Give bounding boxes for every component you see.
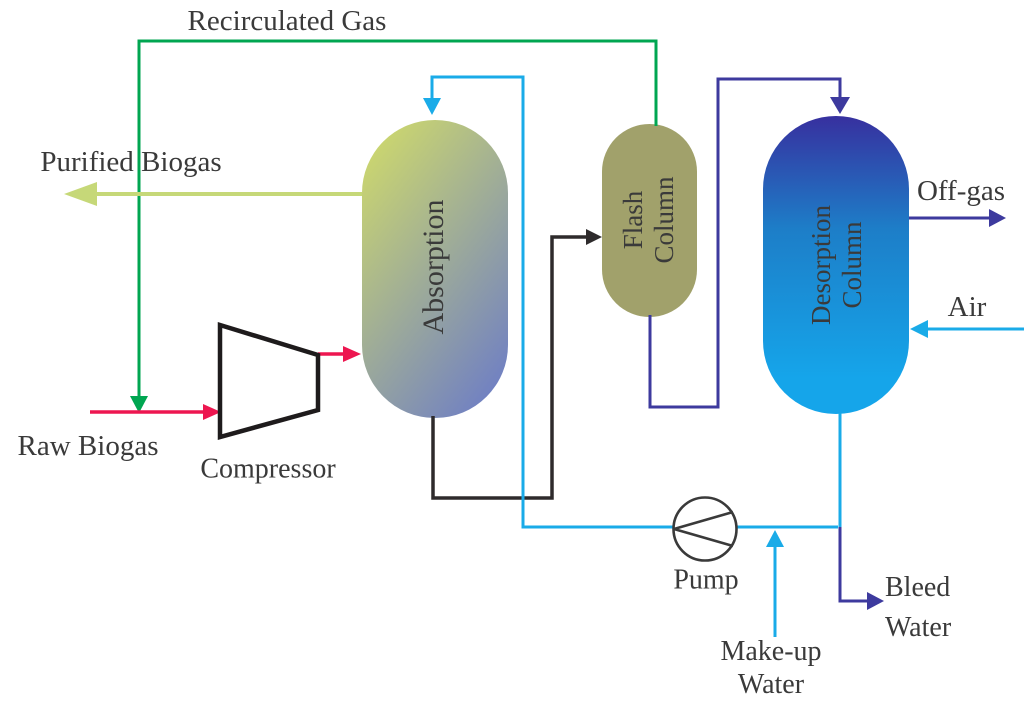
desorption-column-label: Desorption Column: [806, 205, 868, 325]
recirculated-gas-line: [137, 39, 658, 397]
flash-column-label: Flash Column: [618, 176, 680, 263]
pump-icon: [672, 496, 738, 562]
bleed-water-label: Bleed Water: [885, 568, 951, 648]
raw-biogas-label: Raw Biogas: [17, 429, 159, 462]
flash-column-label-line1: Flash: [618, 190, 648, 250]
compressor-icon: [217, 321, 321, 440]
desorption-column-label-line1: Desorption: [806, 205, 836, 325]
off-gas-label: Off-gas: [916, 174, 1006, 207]
recirculated-gas-arrowhead-icon: [130, 396, 148, 413]
pump-to-absorption-line: [430, 75, 838, 529]
make-up-water-arrowhead-icon: [766, 530, 784, 547]
flash-to-desorption-line: [648, 77, 842, 409]
recirculated-gas-label: Recirculated Gas: [187, 4, 387, 37]
air-label: Air: [947, 290, 987, 323]
flash-column-label-line2: Column: [649, 176, 679, 264]
absorption-feed-arrowhead-icon: [423, 98, 441, 115]
make-up-water-label-line2: Water: [737, 669, 805, 700]
bleed-water-line: [838, 527, 868, 603]
bleed-water-label-line2: Water: [885, 612, 952, 643]
absorption-column-label: Absorption: [417, 199, 451, 335]
absorption-column-vessel: [362, 120, 508, 418]
rich-water-arrowhead-icon: [586, 229, 602, 245]
pump-label: Pump: [673, 564, 739, 596]
make-up-water-label-line1: Make-up: [720, 636, 822, 667]
bleed-water-arrowhead-icon: [867, 592, 884, 610]
rich-water-line: [431, 235, 588, 500]
purified-biogas-label: Purified Biogas: [40, 145, 222, 178]
air-arrowhead-icon: [910, 320, 928, 338]
compressed-gas-arrowhead-icon: [343, 346, 361, 362]
flash-to-desorption-arrowhead-icon: [830, 97, 850, 114]
off-gas-arrowhead-icon: [989, 209, 1006, 227]
make-up-water-label: Make-up Water: [720, 635, 821, 701]
desorption-column-label-line2: Column: [837, 221, 867, 309]
pump-circle: [672, 496, 738, 562]
purified-biogas-arrowhead-icon: [64, 182, 97, 206]
desorption-column-vessel: [763, 116, 909, 414]
bleed-water-label-line1: Bleed: [885, 572, 951, 603]
raw-biogas-arrowhead-icon: [203, 404, 221, 420]
pump-impeller-lines: [673, 510, 734, 548]
compressor-label: Compressor: [200, 453, 336, 485]
flash-column-vessel: [602, 124, 697, 317]
